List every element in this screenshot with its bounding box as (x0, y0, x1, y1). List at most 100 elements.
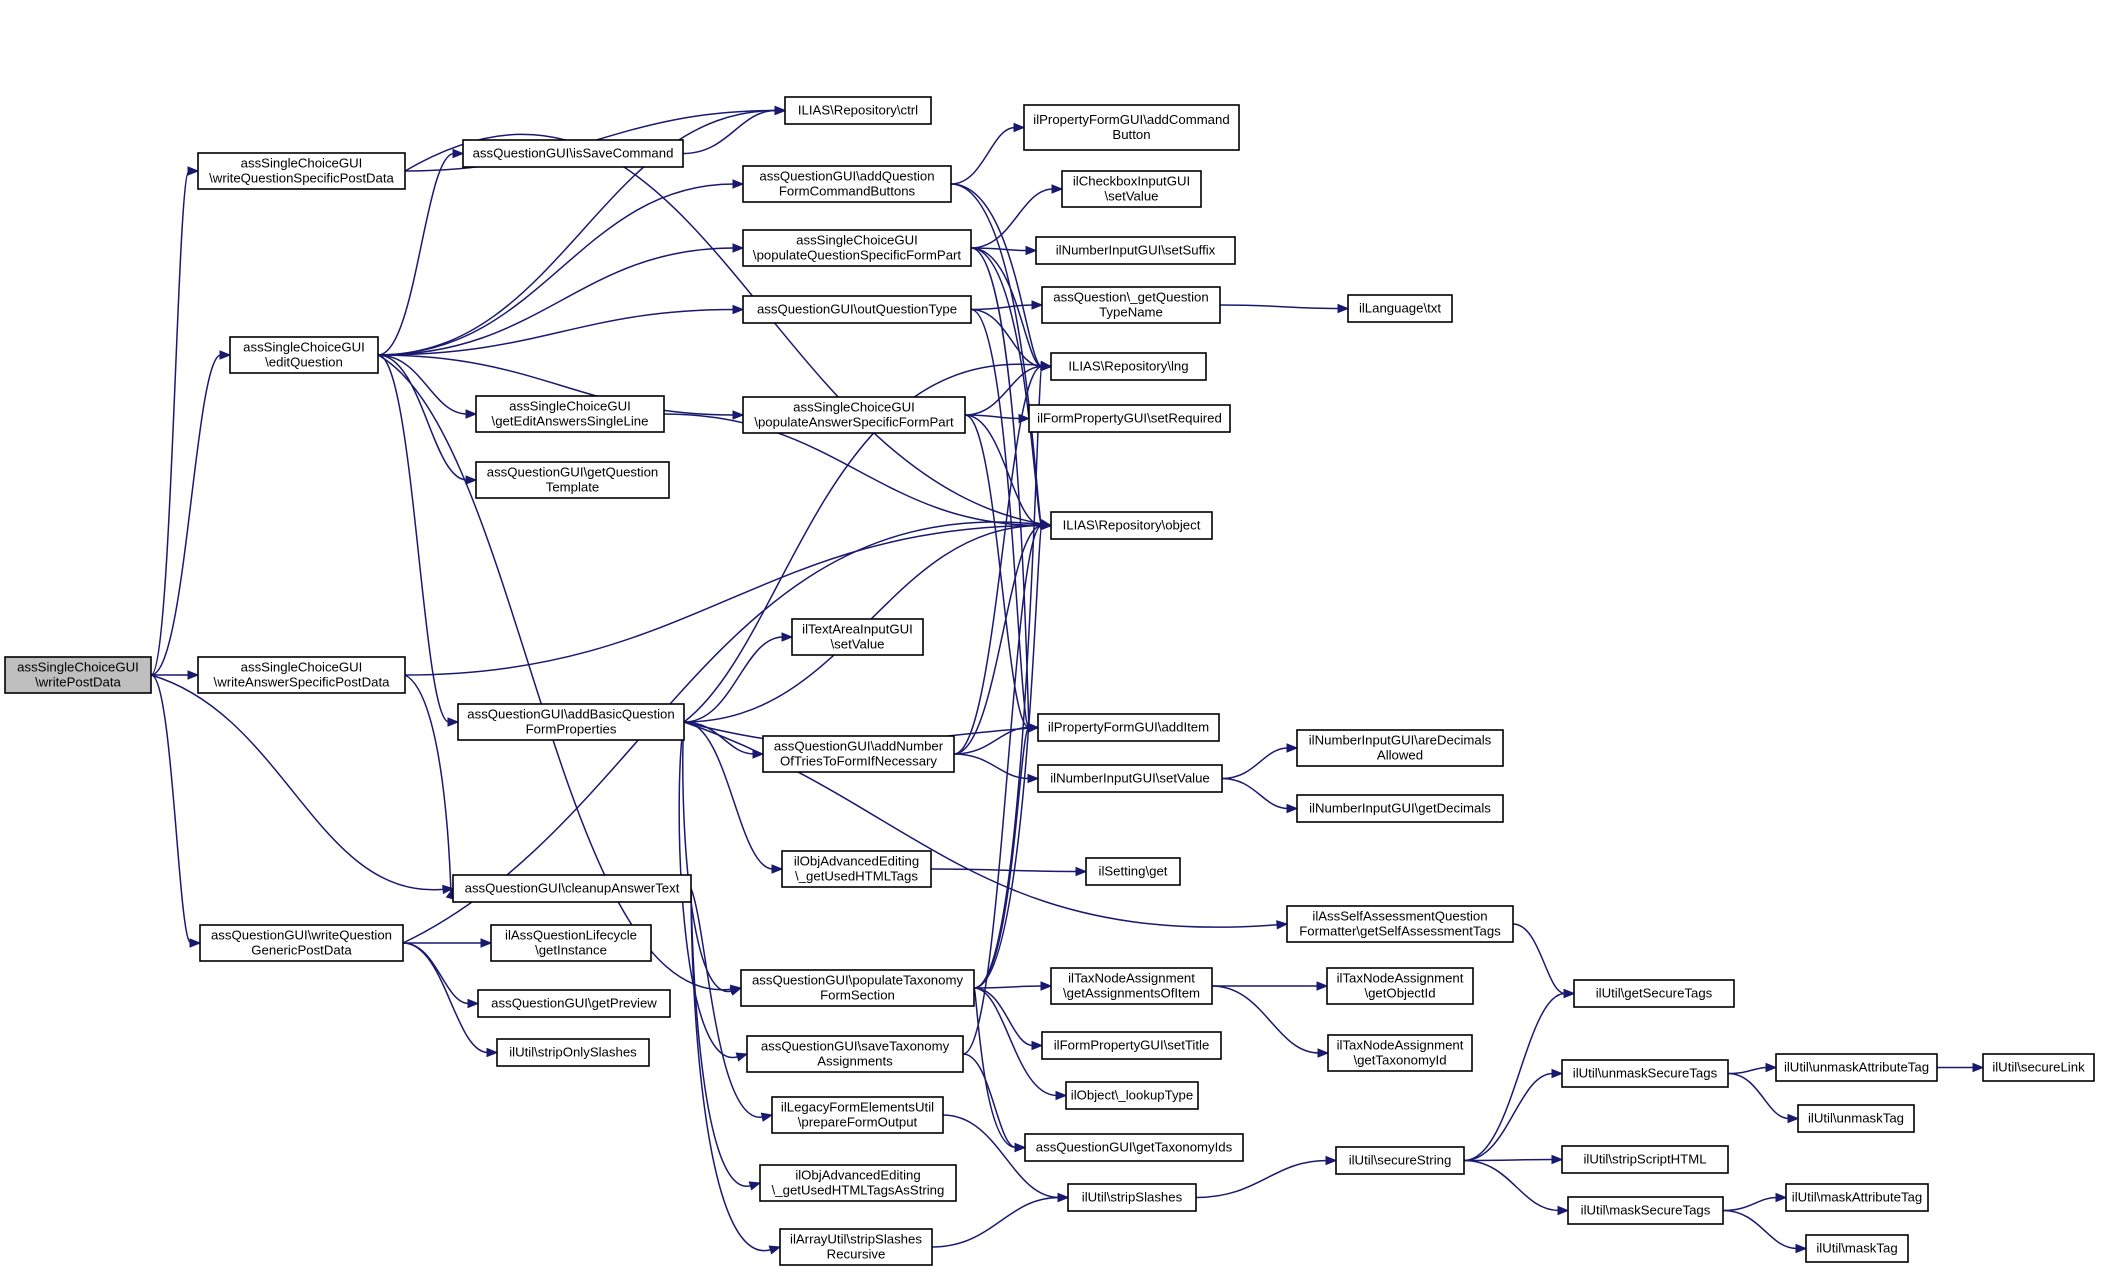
graph-node[interactable]: ilUtil\maskAttributeTag (1785, 1183, 1929, 1212)
graph-node[interactable]: ilLanguage\txt (1347, 294, 1453, 323)
graph-node[interactable]: ILIAS\Repository\object (1050, 511, 1213, 540)
graph-node[interactable]: ilObjAdvancedEditing\_getUsedHTMLTagsAsS… (759, 1164, 957, 1202)
edge-line (964, 414, 1021, 420)
graph-node[interactable]: ILIAS\Repository\lng (1050, 352, 1207, 381)
edge-line (1195, 1159, 1328, 1199)
graph-edge (402, 938, 493, 948)
graph-node[interactable]: ILIAS\Repository\ctrl (784, 96, 932, 125)
edge-line (682, 721, 733, 992)
graph-node[interactable]: assSingleChoiceGUI\writePostData (4, 656, 152, 694)
graph-node[interactable]: assQuestionGUI\populateTaxonomyFormSecti… (740, 969, 975, 1007)
graph-node[interactable]: assQuestionGUI\isSaveCommand (462, 139, 684, 168)
edge-arrowhead (1765, 1062, 1778, 1073)
graph-edge (377, 354, 745, 420)
graph-edge (1221, 743, 1299, 780)
node-label: \_getUsedHTMLTags (795, 869, 918, 884)
node-box (1061, 170, 1202, 208)
node-box (791, 618, 924, 656)
graph-node[interactable]: assQuestionGUI\getPreview (477, 989, 671, 1018)
edge-arrowhead (447, 717, 460, 727)
edge-arrowhead (467, 998, 480, 1009)
node-box (771, 1096, 944, 1134)
graph-node[interactable]: assQuestionGUI\cleanupAnswerText (452, 874, 692, 903)
graph-node[interactable]: ilObject\_lookupType (1065, 1081, 1199, 1110)
graph-node[interactable]: assQuestionGUI\addNumberOfTriesToFormIfN… (762, 735, 955, 773)
edge-arrowhead (1795, 1243, 1808, 1254)
graph-edge (931, 1192, 1070, 1248)
graph-node[interactable]: ilUtil\secureString (1335, 1146, 1465, 1175)
graph-node[interactable]: ilCheckboxInputGUI\setValue (1061, 170, 1202, 208)
node-label: FormProperties (526, 722, 617, 737)
edge-arrowhead (1286, 743, 1299, 753)
node-box (1347, 294, 1453, 323)
edge-line (1463, 1159, 1560, 1212)
node-label: Allowed (1377, 748, 1423, 763)
graph-node[interactable]: assSingleChoiceGUI\writeQuestionSpecific… (197, 152, 406, 190)
graph-node[interactable]: ilUtil\unmaskAttributeTag (1775, 1053, 1938, 1082)
graph-edge (973, 361, 1053, 989)
graph-node[interactable]: assSingleChoiceGUI\editQuestion (229, 336, 379, 374)
graph-node[interactable]: ilNumberInputGUI\setSuffix (1035, 236, 1236, 265)
edge-line (404, 674, 452, 898)
node-box (197, 152, 406, 190)
graph-node[interactable]: ilFormPropertyGUI\setRequired (1028, 404, 1231, 433)
graph-node[interactable]: assSingleChoiceGUI\getEditAnswersSingleL… (475, 395, 665, 433)
graph-node[interactable]: ilUtil\unmaskSecureTags (1561, 1059, 1729, 1088)
graph-edge (973, 987, 1044, 1051)
graph-node[interactable]: ilTextAreaInputGUI\setValue (791, 618, 924, 656)
graph-node[interactable]: ilUtil\stripOnlySlashes (496, 1038, 650, 1067)
node-box (746, 1035, 964, 1073)
graph-node[interactable]: ilObjAdvancedEditing\_getUsedHTMLTags (781, 850, 932, 888)
graph-node[interactable]: assQuestionGUI\getTaxonomyIds (1024, 1133, 1244, 1162)
graph-node[interactable]: ilUtil\maskSecureTags (1567, 1196, 1724, 1225)
edge-arrowhead (1027, 722, 1040, 733)
node-box (1326, 967, 1474, 1005)
graph-node[interactable]: assQuestionGUI\writeQuestionGenericPostD… (199, 924, 404, 962)
graph-node[interactable]: ilTaxNodeAssignment\getAssignmentsOfItem (1050, 967, 1213, 1005)
edge-line (404, 133, 1043, 525)
graph-node[interactable]: assQuestionGUI\outQuestionType (742, 295, 972, 324)
node-box (1065, 1081, 1199, 1110)
node-label: assQuestionGUI\getTaxonomyIds (1036, 1140, 1233, 1155)
graph-node[interactable]: ilTaxNodeAssignment\getTaxonomyId (1327, 1034, 1473, 1072)
node-label: \setValue (830, 637, 884, 652)
graph-node[interactable]: assSingleChoiceGUI\populateAnswerSpecifi… (742, 396, 966, 434)
graph-node[interactable]: ilNumberInputGUI\getDecimals (1296, 794, 1504, 823)
graph-node[interactable]: ilUtil\maskTag (1805, 1234, 1909, 1263)
graph-node[interactable]: ilNumberInputGUI\setValue (1037, 764, 1223, 793)
graph-node[interactable]: assSingleChoiceGUI\populateQuestionSpeci… (742, 229, 972, 267)
graph-node[interactable]: ilFormPropertyGUI\setTitle (1041, 1031, 1222, 1060)
graph-node[interactable]: ilUtil\secureLink (1982, 1053, 2095, 1082)
graph-node[interactable]: ilUtil\unmaskTag (1797, 1104, 1915, 1133)
graph-node[interactable]: ilPropertyFormGUI\addItem (1037, 713, 1220, 742)
node-label: assQuestionGUI\outQuestionType (757, 302, 957, 317)
graph-node[interactable]: assQuestionGUI\addBasicQuestionFormPrope… (457, 703, 685, 741)
node-label: ilCheckboxInputGUI (1073, 174, 1190, 189)
graph-node[interactable]: ilUtil\getSecureTags (1573, 979, 1735, 1008)
graph-node[interactable]: assSingleChoiceGUI\writeAnswerSpecificPo… (197, 656, 406, 694)
edge-line (377, 354, 468, 481)
node-label: \populateQuestionSpecificFormPart (753, 248, 962, 263)
graph-edge (690, 888, 774, 1122)
node-box (229, 336, 379, 374)
edge-arrowhead (1031, 1040, 1044, 1051)
graph-node[interactable]: ilUtil\stripScriptHTML (1561, 1145, 1729, 1174)
graph-node[interactable]: ilUtil\stripSlashes (1067, 1183, 1197, 1212)
edge-line (1512, 923, 1566, 995)
edge-line (683, 363, 1043, 723)
node-box (1561, 1145, 1729, 1174)
graph-edge (962, 1053, 1027, 1153)
graph-node[interactable]: ilTaxNodeAssignment\getObjectId (1326, 967, 1474, 1005)
graph-node[interactable]: ilAssSelfAssessmentQuestionFormatter\get… (1286, 905, 1514, 943)
graph-node[interactable]: ilLegacyFormElementsUtil\prepareFormOutp… (771, 1096, 944, 1134)
graph-node[interactable]: ilAssQuestionLifecycle\getInstance (490, 924, 652, 962)
graph-edge (1221, 777, 1299, 814)
graph-node[interactable]: assQuestionGUI\addQuestionFormCommandBut… (742, 165, 952, 203)
graph-node[interactable]: ilSetting\get (1085, 857, 1181, 886)
